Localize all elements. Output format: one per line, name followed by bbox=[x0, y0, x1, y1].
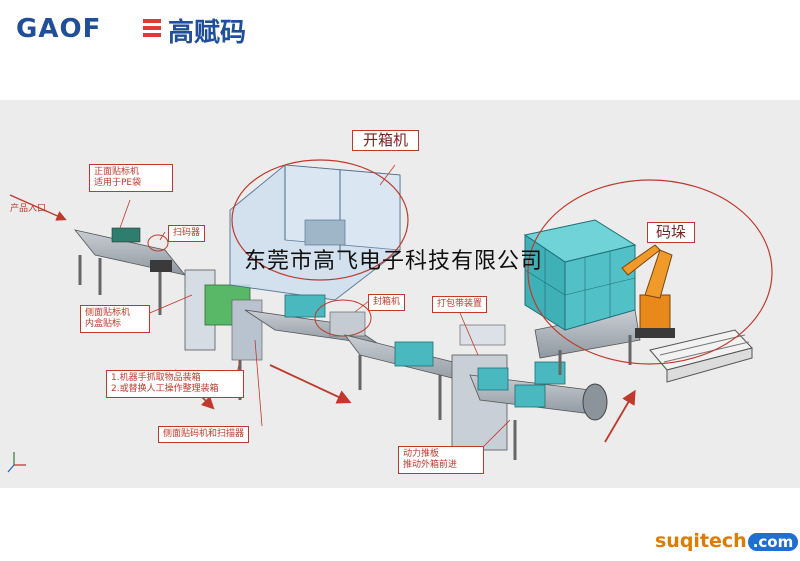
sealer-highlight bbox=[314, 299, 372, 337]
flow-arrow-mid bbox=[269, 364, 352, 404]
palletizing-label: 码垛 bbox=[647, 222, 696, 243]
side-coding-scanner-label: 侧面贴码机和扫描器 bbox=[158, 426, 250, 443]
brand-mark-icon bbox=[143, 19, 161, 37]
strapping-machine-label: 打包带装置 bbox=[432, 296, 488, 313]
pallet-stack bbox=[523, 219, 637, 331]
power-pusher-label: 动力推板 推动外箱前进 bbox=[398, 446, 484, 474]
roller-conveyor bbox=[344, 334, 481, 420]
footer-site-name: suqitech bbox=[655, 530, 747, 552]
carton-erector-label: 开箱机 bbox=[352, 130, 420, 151]
flow-arrow-up bbox=[604, 389, 636, 443]
flow-arrow-entry bbox=[9, 194, 67, 221]
product-entry-label: 产品入口 bbox=[10, 204, 47, 214]
carton-erector-frame bbox=[229, 164, 401, 301]
robot-boxing-label: 1.机器手抓取物品装箱 2.或替换人工操作整理装箱 bbox=[106, 370, 244, 398]
carton-erector-highlight bbox=[231, 159, 409, 281]
scanner-highlight bbox=[147, 234, 169, 252]
main-conveyor bbox=[244, 294, 381, 346]
header: GAOF 高赋码 bbox=[0, 0, 800, 58]
carton-sealer-label: 封箱机 bbox=[368, 294, 406, 311]
company-watermark: 东莞市高飞电子科技有限公司 bbox=[244, 249, 544, 274]
brand-name-cn: 高赋码 bbox=[168, 18, 247, 48]
production-line-diagram bbox=[7, 159, 773, 473]
palletizing-robot bbox=[621, 244, 675, 338]
empty-pallet bbox=[649, 329, 753, 383]
side-labeler-station bbox=[184, 269, 263, 400]
side-labeler-label: 侧面贴标机 内盒贴标 bbox=[80, 305, 150, 333]
footer-site-logo: suqitech.com bbox=[655, 530, 799, 552]
brand-name-en: GAOF bbox=[16, 14, 102, 44]
footer-site-tld: .com bbox=[747, 533, 799, 551]
palletizing-highlight bbox=[527, 179, 773, 365]
front-labeler-label: 正面贴标机 适用于PE袋 bbox=[89, 164, 173, 192]
axis-triad-icon bbox=[7, 452, 26, 473]
code-scanner-label: 扫码器 bbox=[168, 225, 206, 242]
